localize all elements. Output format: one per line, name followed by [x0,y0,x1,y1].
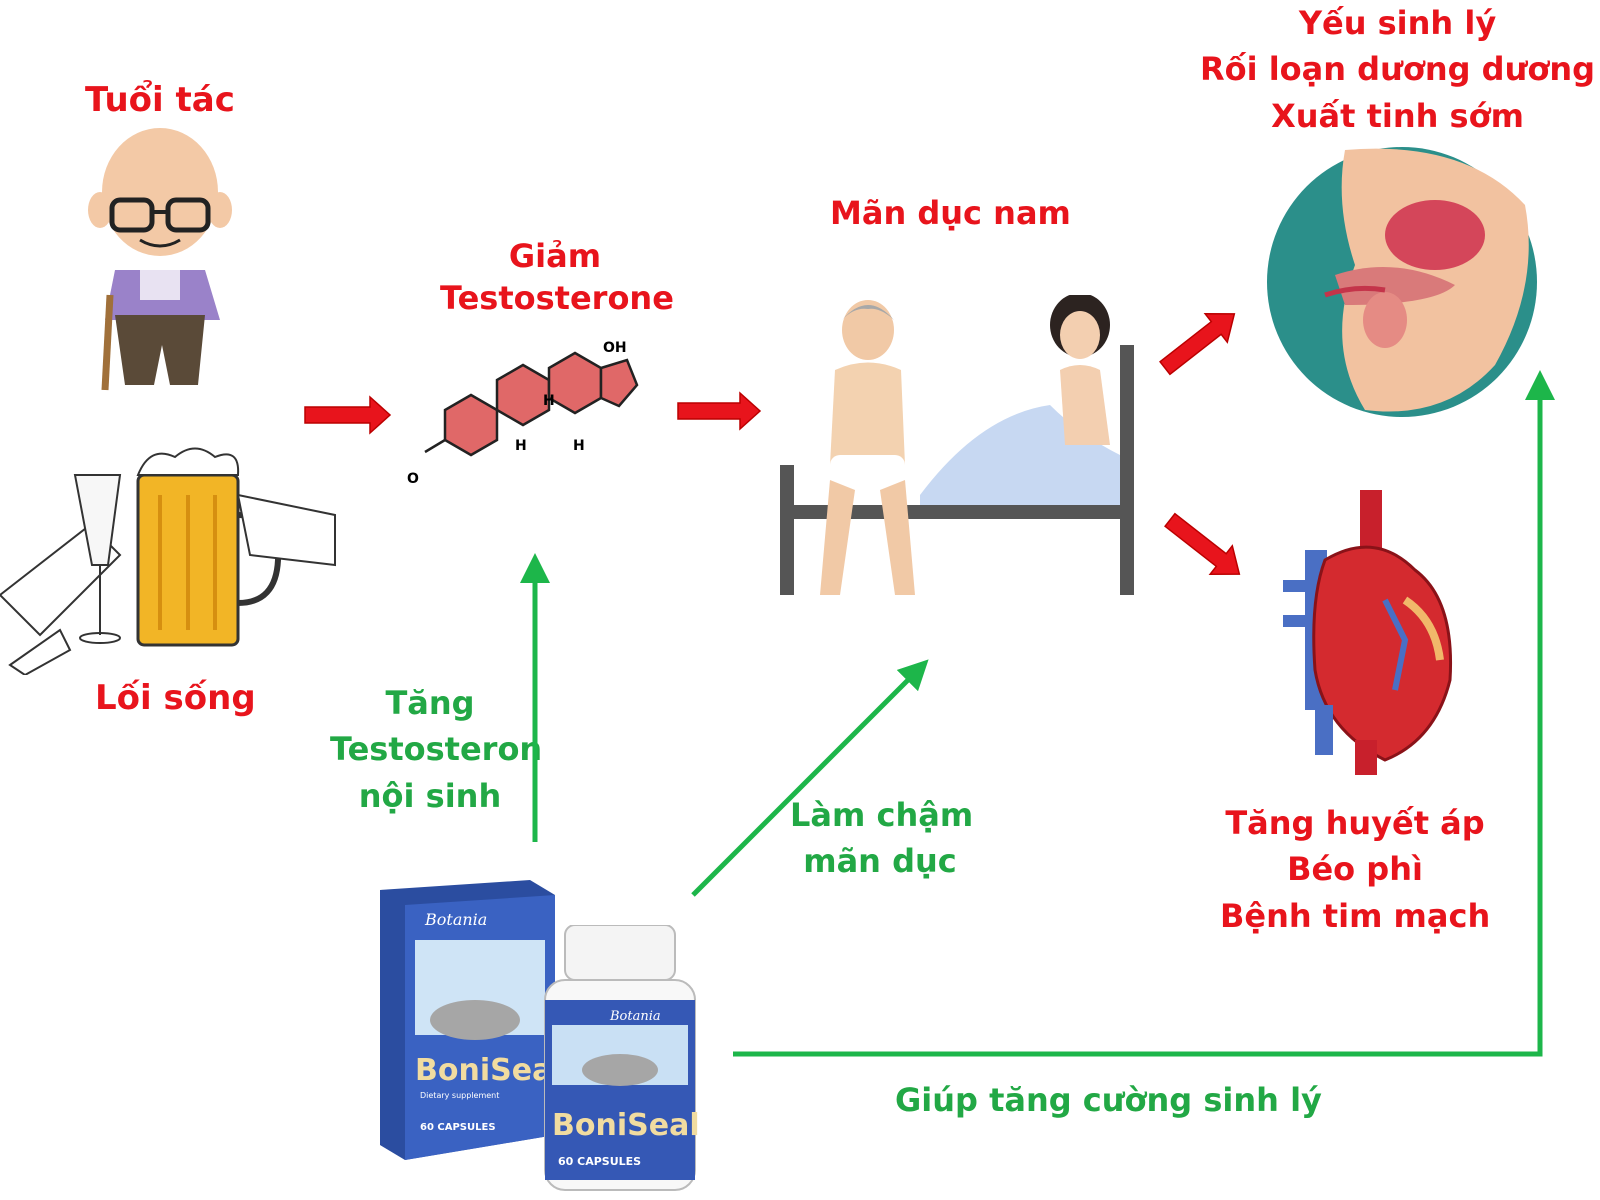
slow-line1: Làm chậm [790,796,974,834]
red-arrow-to-health-effects [1164,512,1241,575]
box-product-name: BoniSeal [415,1053,560,1088]
testosterone-molecule-icon: O OH H H H [407,340,639,487]
cause-lifestyle-label: Lối sống [95,678,256,718]
product-bottle-icon: Botania BoniSeal 60 CAPSULES [544,925,700,1191]
increase-line3: nội sinh [358,776,502,815]
increase-line2: Testosteron [330,730,543,769]
molecule-h3-label: H [573,438,585,454]
health-effects-line3: Bệnh tim mạch [1220,896,1491,935]
molecule-oh-label: OH [603,340,627,356]
old-man-icon [88,128,232,391]
hormone-label-line1: Giảm [508,237,602,275]
red-arrow-hormone-to-andropause [677,391,762,431]
couple-in-bed-icon [780,295,1134,595]
product-box-icon: Botania BoniSeal Dietary supplement 60 C… [380,880,560,1160]
sexual-effects-line2: Rối loạn dương dương [1199,50,1596,89]
green-arrow-slow-andropause [691,659,929,897]
increase-line1: Tăng [385,684,475,722]
box-subtitle: Dietary supplement [420,1091,499,1100]
slow-andropause-label: Làm chậm mãn dục [790,792,974,885]
reproductive-anatomy-icon [1267,147,1537,417]
beer-toast-icon [0,447,336,675]
molecule-h2-label: H [515,438,527,454]
health-effects-line1: Tăng huyết áp [1225,804,1485,842]
slow-line2: mãn dục [803,842,957,881]
box-brand: Botania [424,910,487,929]
green-arrow-boost [733,370,1555,1057]
cause-age-label: Tuổi tác [85,80,235,120]
boost-label: Giúp tăng cường sinh lý [895,1081,1322,1119]
health-effects-line2: Béo phì [1287,850,1423,889]
hormone-label-line2: Testosterone [440,278,674,317]
bottle-capsules: 60 CAPSULES [558,1155,641,1168]
hormone-label: Giảm Testosterone [440,236,674,319]
increase-testosterone-label: Tăng Testosteron nội sinh [330,680,543,819]
molecule-o-label: O [407,471,419,487]
box-capsules: 60 CAPSULES [420,1122,496,1133]
health-effects-label: Tăng huyết áp Béo phì Bệnh tim mạch [1220,800,1490,939]
sexual-effects-line1: Yếu sinh lý [1298,4,1497,42]
bottle-product-name: BoniSeal [552,1108,700,1143]
sexual-effects-line3: Xuất tinh sớm [1271,96,1524,135]
molecule-h1-label: H [543,393,555,409]
red-arrow-to-sexual-effects [1159,313,1236,376]
sexual-effects-label: Yếu sinh lý Rối loạn dương dương Xuất ti… [1195,0,1600,139]
red-arrow-causes-to-hormone [304,395,392,435]
bottle-brand: Botania [609,1009,661,1024]
andropause-label: Mãn dục nam [830,194,1071,232]
heart-icon [1283,490,1453,775]
